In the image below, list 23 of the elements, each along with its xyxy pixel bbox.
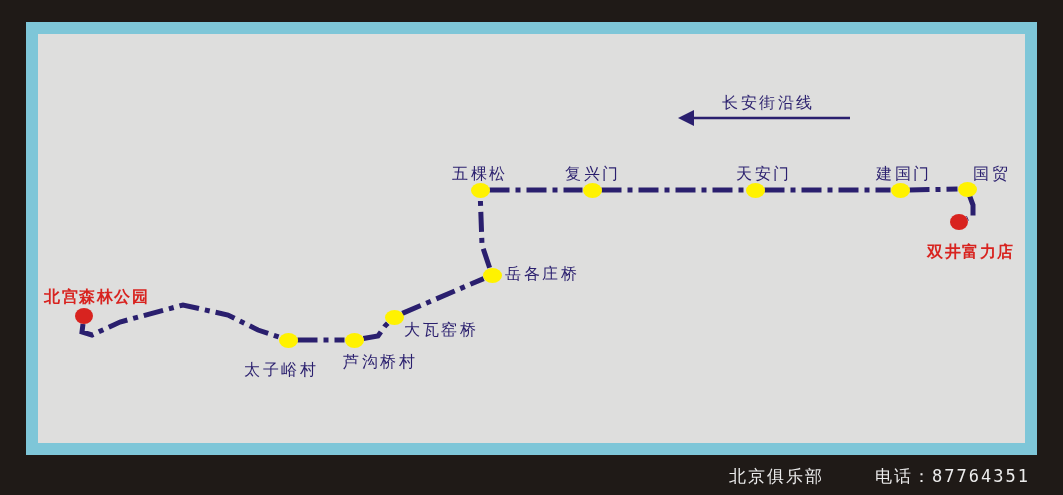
- route-line: [966, 195, 976, 221]
- club-name: 北京俱乐部: [729, 468, 824, 485]
- route-line: [909, 186, 958, 193]
- station-name: 太子峪村: [244, 362, 318, 378]
- station-name: 建国门: [876, 166, 932, 182]
- route-line: [297, 337, 345, 343]
- station-name: 岳各庄桥: [505, 266, 579, 282]
- route-caption: 长安街沿线: [722, 95, 815, 111]
- route-line: [764, 187, 891, 193]
- station-name: 五棵松: [452, 166, 508, 182]
- place-name: 双井富力店: [927, 244, 1015, 260]
- route-line: [489, 187, 583, 193]
- route-line: [79, 302, 280, 340]
- station-name: 天安门: [736, 166, 792, 182]
- route-line: [601, 187, 746, 193]
- station-name: 国贸: [973, 166, 1010, 182]
- station-name: 大瓦窑桥: [404, 322, 478, 338]
- route-line: [362, 321, 390, 341]
- route-line: [401, 276, 485, 316]
- station-name: 芦沟桥村: [343, 354, 417, 370]
- station-name: 复兴门: [565, 166, 621, 182]
- place-name: 北宫森林公园: [44, 289, 149, 305]
- phone-number: 电话：87764351: [875, 468, 1030, 485]
